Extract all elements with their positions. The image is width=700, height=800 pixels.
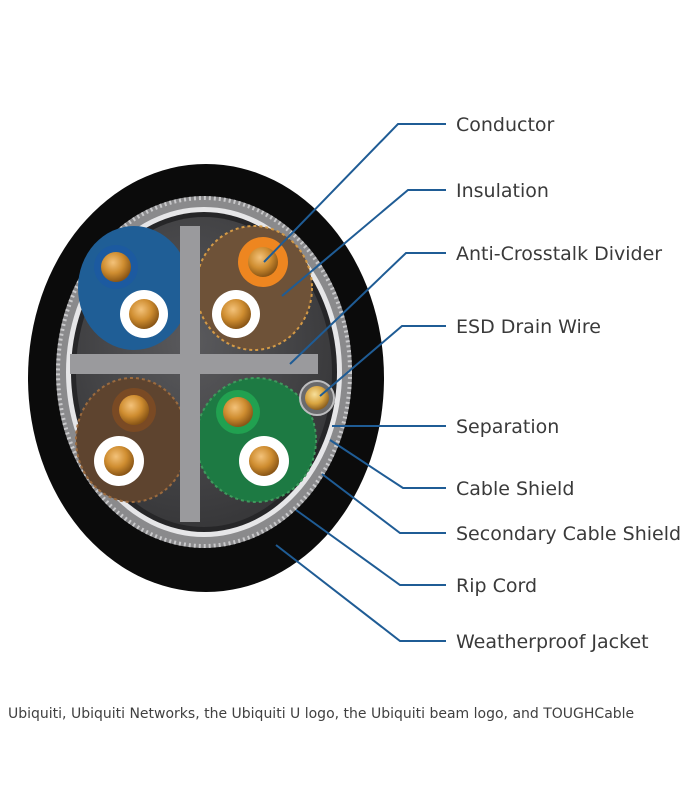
green-pair-copper xyxy=(223,397,253,427)
brown-pair-copper xyxy=(119,395,149,425)
label-separation: Separation xyxy=(456,416,559,438)
footer-trademark-text: Ubiquiti, Ubiquiti Networks, the Ubiquit… xyxy=(8,706,635,722)
conductor-leader xyxy=(263,123,446,263)
label-weatherproof-jacket: Weatherproof Jacket xyxy=(456,631,649,653)
anti-crosstalk-divider-shape xyxy=(70,226,318,522)
label-conductor: Conductor xyxy=(456,114,555,136)
secondary-cable-shield-braid xyxy=(56,196,352,548)
label-esd-drain-wire: ESD Drain Wire xyxy=(456,316,601,338)
label-anti-crosstalk-divider: Anti-Crosstalk Divider xyxy=(456,243,662,265)
weatherproof-jacket-leader xyxy=(275,544,446,642)
secondary-cable-shield-leader xyxy=(321,473,446,534)
blue-white-copper xyxy=(129,299,159,329)
orange-white-copper xyxy=(221,299,251,329)
label-cable-shield: Cable Shield xyxy=(456,478,574,500)
cable-shield-leader xyxy=(329,439,446,489)
label-rip-cord: Rip Cord xyxy=(456,575,537,597)
insulation-leader xyxy=(281,189,446,297)
esd-drain-wire-core xyxy=(305,386,329,410)
label-secondary-cable-shield: Secondary Cable Shield xyxy=(456,523,681,545)
brown-white-copper xyxy=(104,446,134,476)
label-insulation: Insulation xyxy=(456,180,549,202)
green-white-copper xyxy=(249,446,279,476)
anti-crosstalk-divider-leader xyxy=(289,252,446,365)
esd-drain-wire-leader xyxy=(319,325,446,397)
blue-pair-copper xyxy=(101,252,131,282)
rip-cord-leader xyxy=(295,509,446,586)
